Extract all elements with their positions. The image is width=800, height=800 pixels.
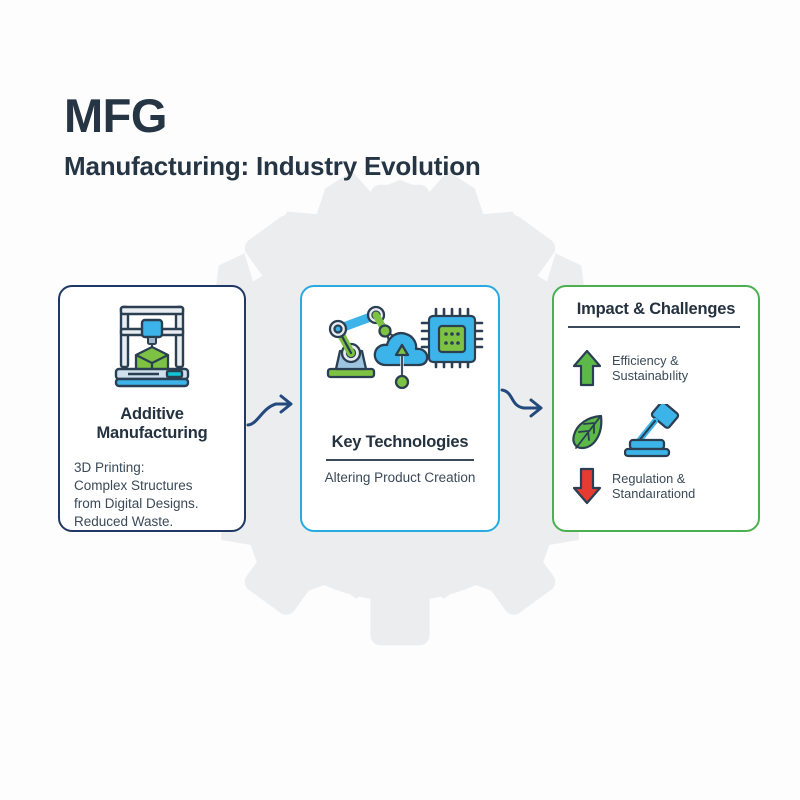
card-divider (568, 326, 740, 328)
microchip-icon (420, 307, 484, 369)
card-key-technologies[interactable]: Key Technologies Altering Product Creati… (300, 285, 500, 532)
impact-label-regulation: Regulation & Standaırationd (612, 470, 696, 501)
gavel-icon (624, 403, 680, 458)
card-impact-challenges[interactable]: Impact & Challenges Efficiency & Sustain… (552, 285, 760, 532)
card-technologies-heading: Key Technologies (331, 433, 469, 451)
leaf-icon (572, 414, 603, 450)
impact-row-regulation: Regulation & Standaırationd (572, 466, 695, 506)
technology-icon-group (326, 305, 484, 389)
card-impact-heading: Impact & Challenges (576, 300, 736, 318)
impact-label-efficiency: Efficiency & Sustainabılity (612, 352, 689, 383)
card-technologies-body: Altering Product Creation (324, 469, 476, 485)
cloud-upload-icon (373, 332, 429, 389)
brand-code: MFG (64, 89, 167, 142)
header: MFG Manufacturing: Industry Evolution (64, 92, 481, 179)
card-icon-area (316, 303, 484, 389)
page-title: Manufacturing: Industry Evolution (64, 151, 481, 181)
impact-row-efficiency: Efficiency & Sustainabılity (572, 348, 688, 388)
card-icon-area (104, 299, 200, 391)
arrow-up-icon (572, 349, 602, 387)
card-additive-body: 3D Printing: Complex Structures from Dig… (74, 459, 199, 529)
arrow-down-icon (572, 467, 602, 505)
impact-row-icons (570, 403, 684, 460)
3d-printer-icon (114, 305, 190, 388)
card-additive-manufacturing[interactable]: Additive Manufacturing 3D Printing: Comp… (58, 285, 246, 532)
card-additive-heading: Additive Manufacturing (96, 405, 208, 443)
card-divider (326, 459, 474, 461)
